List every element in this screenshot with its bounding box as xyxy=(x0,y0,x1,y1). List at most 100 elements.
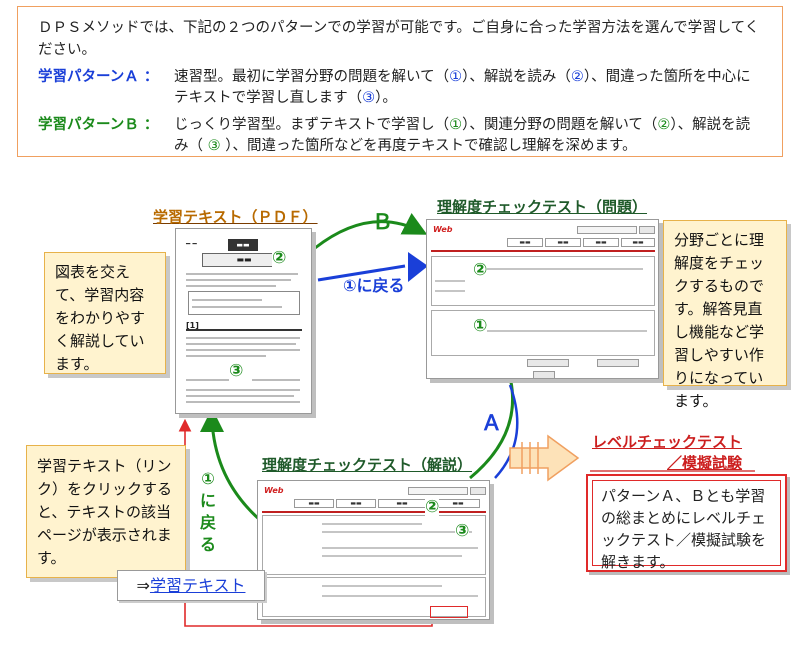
quiz-line xyxy=(435,290,465,292)
pdf-line xyxy=(192,299,262,301)
level-test-desc: パターンＡ、Ｂとも学習の総まとめにレベルチェックテスト／模擬試験を解きます。 xyxy=(592,480,781,571)
quiz-next-button xyxy=(597,359,639,367)
return-char-2: 戻 xyxy=(199,513,216,532)
answer-search-button xyxy=(470,487,486,495)
pattern-a-num-1: ① xyxy=(449,69,463,85)
pdf-step-3: ③ xyxy=(229,361,244,381)
return-num: ① xyxy=(201,469,215,488)
web-logo: Web xyxy=(433,225,453,234)
answer-row xyxy=(262,515,486,575)
pdf-line xyxy=(186,379,236,381)
pattern-a-desc-3: ）、間違った箇所を中心にテキストで学習し直します（ xyxy=(174,69,751,106)
quiz-title: 理解度チェックテスト（問題） xyxy=(437,198,648,216)
pdf-line xyxy=(186,343,296,345)
web-logo: Web xyxy=(264,486,284,495)
pdf-line xyxy=(186,389,300,391)
pattern-b-desc-4: ）、間違った箇所などを再度テキストで確認し理解を深めます。 xyxy=(220,138,637,154)
return-to-1-vertical-label: ① に 戻 る xyxy=(197,468,219,556)
pdf-line xyxy=(186,395,294,397)
pattern-b-arrow-label: Ｂ xyxy=(372,210,393,234)
pattern-b-num-2: ② xyxy=(657,117,671,133)
quiz-submit-button xyxy=(533,371,555,378)
answer-line xyxy=(322,555,462,557)
quiz-prev-button xyxy=(527,359,569,367)
answer-line xyxy=(322,595,478,597)
answer-search-bar xyxy=(408,487,468,495)
return-char-1: に xyxy=(199,491,216,510)
answer-line xyxy=(322,547,478,549)
answer-tab: ▬▬ xyxy=(294,499,334,508)
note-figures: 図表を交えて、学習内容をわかりやすく解説しています。 xyxy=(44,252,166,374)
pdf-line xyxy=(186,337,300,339)
answer-line xyxy=(322,531,472,533)
quiz-tab: ▬▬ xyxy=(621,238,655,247)
pattern-a-num-3: ③ xyxy=(362,90,376,106)
pdf-line xyxy=(186,279,291,281)
answer-step-2: ② xyxy=(425,497,440,517)
return-char-3: る xyxy=(199,535,216,554)
level-title-line-1: レベルチェックテスト xyxy=(592,433,743,451)
pattern-b-row: 学習パターンＢ ： じっくり学習型。まずテキストで学習し（①）、関連分野の問題を… xyxy=(38,115,762,157)
pattern-b-num-3: ③ xyxy=(207,138,221,154)
level-test-title: レベルチェックテスト ／模擬試験 xyxy=(592,432,742,474)
level-title-line-2: ／模擬試験 xyxy=(667,454,743,472)
quiz-line xyxy=(473,268,643,270)
pdf-line xyxy=(186,401,300,403)
arrow-return-green xyxy=(210,419,261,522)
intro-text: ＤＰＳメソッドでは、下記の２つのパターンでの学習が可能です。ご自身に合った学習方… xyxy=(38,20,760,58)
pdf-heading-box: ▬▬ xyxy=(202,253,286,267)
arrow-return-blue-head xyxy=(408,252,428,282)
pdf-line xyxy=(186,349,300,351)
pdf-summary-box xyxy=(188,291,300,315)
quiz-question-panel xyxy=(431,310,655,356)
pattern-a-num-2: ② xyxy=(570,69,584,85)
text-pdf-screenshot: ━ ━ ▬▬ ▬▬ [1] xyxy=(175,228,312,414)
pattern-b-desc: じっくり学習型。まずテキストで学習し（①）、関連分野の問題を解いて（②）、解説を… xyxy=(174,115,762,157)
quiz-line xyxy=(487,330,647,332)
answer-tab: ▬▬ xyxy=(336,499,376,508)
answer-header-line xyxy=(262,511,486,513)
pattern-b-label: 学習パターンＢ ： xyxy=(38,117,159,133)
answer-screenshot: Web ▬▬ ▬▬ ▬▬ ▬▬ xyxy=(257,480,490,620)
note-text-link: 学習テキスト（リンク）をクリックすると、テキストの該当ページが表示されます。 xyxy=(26,445,186,578)
quiz-search-bar xyxy=(577,226,637,234)
text-pdf-title: 学習テキスト（ＰＤＦ） xyxy=(153,208,318,226)
arrow-b xyxy=(314,213,428,250)
quiz-step-1: ① xyxy=(473,316,488,336)
answer-line xyxy=(322,585,442,587)
answer-line xyxy=(322,523,422,525)
pdf-line xyxy=(252,379,300,381)
quiz-step-2: ② xyxy=(473,260,488,280)
quiz-line xyxy=(435,280,465,282)
note-check-test: 分野ごとに理解度をチェックするものです。解答見直し機能など学習しやすい作りになっ… xyxy=(663,220,787,410)
answer-text-link-highlight[interactable] xyxy=(430,606,468,618)
quiz-header-line xyxy=(431,250,655,252)
quiz-tab: ▬▬ xyxy=(507,238,543,247)
pattern-a-row: 学習パターンＡ ： 速習型。最初に学習分野の問題を解いて（①）、解説を読み（②）… xyxy=(38,67,762,109)
pdf-line xyxy=(186,355,266,357)
pattern-a-arrow-label: Ａ xyxy=(481,411,502,435)
quiz-search-button xyxy=(639,226,655,234)
pattern-b-num-1: ① xyxy=(449,117,463,133)
pattern-b-desc-3: ）、解説を読み（ xyxy=(174,117,751,154)
quiz-tab: ▬▬ xyxy=(583,238,619,247)
text-link-button[interactable]: ⇒学習テキスト xyxy=(117,570,265,601)
answer-step-3: ③ xyxy=(455,521,470,541)
arrow-level xyxy=(509,434,580,482)
answer-tab: ▬▬ xyxy=(436,499,480,508)
link-arrow: ⇒ xyxy=(136,576,150,595)
level-test-box: パターンＡ、Ｂとも学習の総まとめにレベルチェックテスト／模擬試験を解きます。 xyxy=(586,474,787,572)
pdf-line xyxy=(192,306,282,308)
pdf-section-heading: [1] xyxy=(186,321,199,330)
pattern-a-desc: 速習型。最初に学習分野の問題を解いて（①）、解説を読み（②）、間違った箇所を中心… xyxy=(174,67,762,109)
pdf-line xyxy=(186,273,298,275)
answer-tab: ▬▬ xyxy=(378,499,426,508)
quiz-question-panel xyxy=(431,256,655,306)
pdf-tag-icon: ━ ━ xyxy=(186,240,197,248)
link-label[interactable]: 学習テキスト xyxy=(149,576,246,595)
quiz-tab: ▬▬ xyxy=(545,238,581,247)
pattern-b-desc-2: ）、関連分野の問題を解いて（ xyxy=(462,117,658,133)
pattern-a-label: 学習パターンＡ ： xyxy=(38,69,159,85)
pattern-a-desc-4: ）。 xyxy=(375,90,397,106)
pattern-a-desc-1: 速習型。最初に学習分野の問題を解いて（ xyxy=(174,69,450,85)
